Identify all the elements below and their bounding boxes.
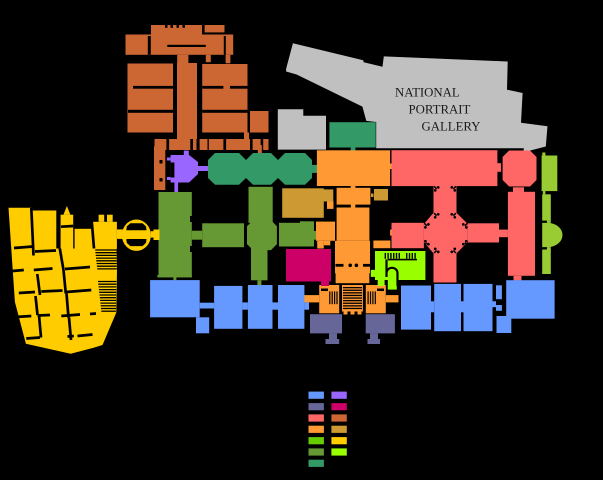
svg-text:PORTRAIT: PORTRAIT	[409, 103, 471, 117]
svg-text:NATIONAL: NATIONAL	[395, 86, 460, 100]
svg-text:GALLERY: GALLERY	[422, 119, 481, 133]
